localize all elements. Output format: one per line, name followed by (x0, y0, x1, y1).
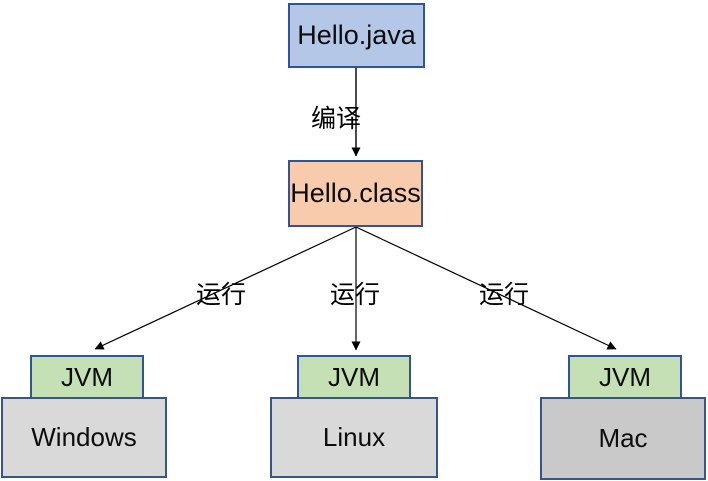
node-jvm-linux-label: JVM (328, 361, 380, 392)
node-jvm-mac-label: JVM (599, 361, 651, 392)
run-edge-label-right: 运行 (478, 281, 529, 309)
node-hello-class-label: Hello.class (290, 178, 421, 208)
compile-edge-label: 编译 (310, 105, 361, 133)
node-hello-java-label: Hello.java (297, 20, 416, 50)
node-jvm-windows: JVM (30, 355, 144, 399)
run-edge-label-middle: 运行 (329, 281, 380, 309)
node-hello-java: Hello.java (288, 3, 425, 68)
node-jvm-mac: JVM (568, 355, 682, 399)
node-os-linux: Linux (270, 397, 438, 478)
node-os-mac-label: Mac (598, 423, 648, 453)
node-hello-class: Hello.class (288, 160, 423, 227)
node-os-mac: Mac (540, 397, 706, 480)
node-os-windows: Windows (1, 397, 167, 478)
run-arrow-left (94, 226, 357, 350)
run-arrow-right (355, 226, 617, 350)
run-edge-label-left: 运行 (195, 281, 246, 309)
node-jvm-linux: JVM (297, 355, 411, 399)
node-jvm-windows-label: JVM (61, 361, 113, 392)
node-os-windows-label: Windows (31, 422, 137, 452)
node-os-linux-label: Linux (322, 422, 386, 452)
